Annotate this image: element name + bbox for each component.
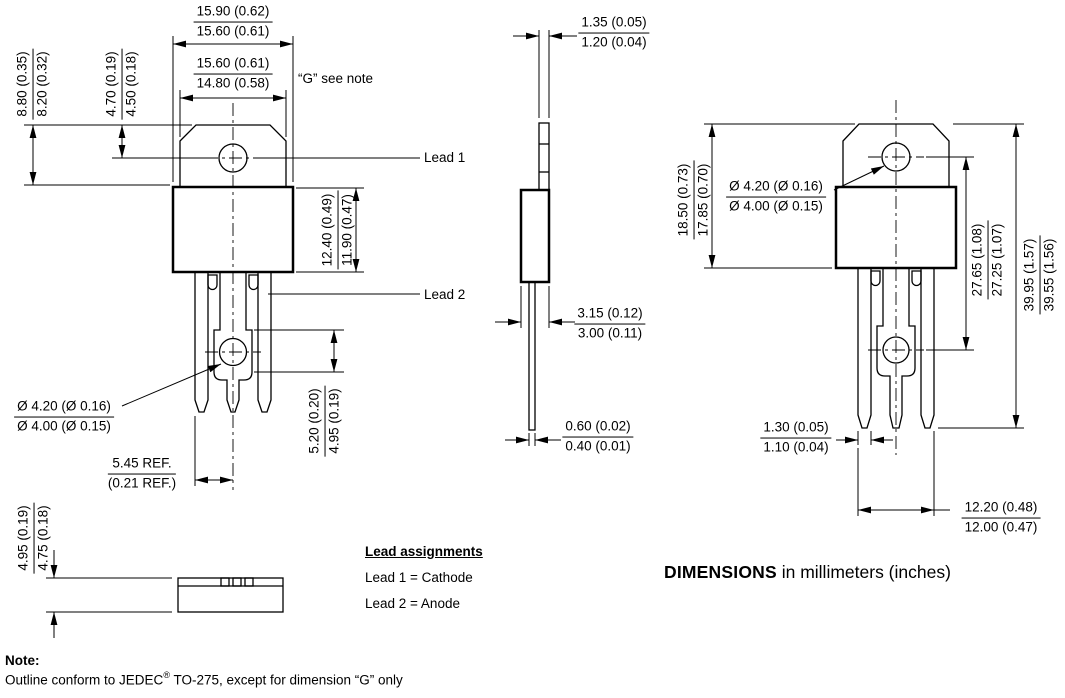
side-lead bbox=[528, 281, 536, 431]
side-view-dimension-lines bbox=[495, 30, 577, 446]
dim-lower-hole-dia: Ø 4.20 (Ø 0.16) Ø 4.00 (Ø 0.15) bbox=[14, 399, 114, 436]
dim-body-thickness: 3.15 (0.12) 3.00 (0.11) bbox=[574, 306, 646, 343]
g-note-label: “G” see note bbox=[298, 71, 374, 86]
dim-hole-from-top: 4.70 (0.19) 4.50 (0.18) bbox=[103, 48, 141, 120]
dim-upper-hole-dia: Ø 4.20 (Ø 0.16) Ø 4.00 (Ø 0.15) bbox=[726, 179, 826, 216]
rear-left-lead bbox=[857, 268, 872, 429]
dim-lead-thickness: 0.60 (0.02) 0.40 (0.01) bbox=[562, 419, 634, 456]
lead1-label: Lead 1 bbox=[424, 150, 466, 165]
dim-tab-height: 8.80 (0.35) 8.20 (0.32) bbox=[14, 48, 52, 120]
profile-view bbox=[46, 550, 284, 638]
dimensions-title-bold: DIMENSIONS bbox=[664, 562, 777, 582]
dim-center-ref: 5.45 REF. (0.21 REF.) bbox=[107, 455, 177, 491]
dim-mount-height: 18.50 (0.73) 17.85 (0.70) bbox=[675, 160, 713, 240]
lead2-assignment: Lead 2 = Anode bbox=[365, 596, 460, 611]
lead1-assignment: Lead 1 = Cathode bbox=[365, 570, 473, 585]
dim-lead-width: 1.30 (0.05) 1.10 (0.04) bbox=[760, 420, 832, 457]
rear-view bbox=[834, 100, 958, 455]
registered-trademark-symbol: ® bbox=[163, 670, 170, 680]
side-tab-outline bbox=[538, 122, 550, 191]
front-right-lead bbox=[257, 272, 272, 413]
dim-hole-spacing: 27.65 (1.08) 27.25 (1.07) bbox=[969, 220, 1007, 300]
note-heading: Note: bbox=[5, 653, 40, 668]
dim-front-width-outer: 15.90 (0.62) 15.60 (0.61) bbox=[193, 4, 273, 41]
lower-hole-leader bbox=[121, 363, 222, 407]
front-left-lead bbox=[194, 272, 209, 413]
dim-front-width-tab: 15.60 (0.61) 14.80 (0.58) bbox=[193, 56, 273, 93]
front-left-hook bbox=[207, 274, 218, 291]
dim-profile-height: 4.95 (0.19) 4.75 (0.18) bbox=[15, 502, 53, 574]
lead-assignments-heading: Lead assignments bbox=[365, 544, 483, 559]
front-right-hook bbox=[248, 274, 259, 291]
side-body-outline bbox=[519, 188, 551, 284]
dim-body-height: 12.40 (0.49) 11.90 (0.47) bbox=[319, 190, 357, 270]
note-block: Note: Outline conform to JEDEC® TO-275, … bbox=[5, 653, 403, 688]
note-text: Outline conform to JEDEC® TO-275, except… bbox=[5, 670, 403, 688]
rear-center-lead bbox=[876, 268, 916, 429]
lead-assignments: Lead assignments Lead 1 = Cathode Lead 2… bbox=[365, 544, 483, 611]
front-view bbox=[171, 103, 295, 490]
dim-pad-height: 5.20 (0.20) 4.95 (0.19) bbox=[306, 385, 344, 457]
dim-tab-thickness: 1.35 (0.05) 1.20 (0.04) bbox=[578, 15, 650, 52]
lead2-label: Lead 2 bbox=[424, 287, 466, 302]
dimensions-title: DIMENSIONS in millimeters (inches) bbox=[664, 562, 951, 583]
dim-overall-height: 39.95 (1.57) 39.55 (1.56) bbox=[1021, 235, 1059, 315]
dimensions-title-rest: in millimeters (inches) bbox=[776, 562, 951, 582]
rear-view-dimension-lines bbox=[704, 123, 1024, 516]
rear-right-lead bbox=[920, 268, 935, 429]
front-center-lead bbox=[213, 272, 253, 413]
dim-lead-span: 12.20 (0.48) 12.00 (0.47) bbox=[961, 500, 1041, 537]
upper-hole-leader bbox=[833, 165, 885, 191]
profile-outline bbox=[177, 577, 284, 613]
side-view bbox=[519, 122, 551, 431]
front-view-dimension-lines bbox=[24, 36, 420, 486]
